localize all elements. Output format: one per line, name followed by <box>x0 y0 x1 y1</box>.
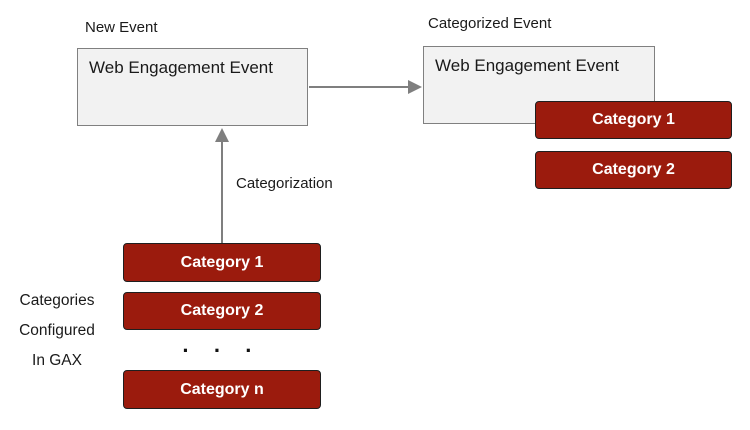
stack-category-1: Category 1 <box>123 243 321 282</box>
categorization-arrow-up <box>215 128 229 243</box>
gax-caption-line-2: Configured <box>19 322 95 339</box>
categorized-category-1: Category 1 <box>535 101 732 139</box>
stack-category-n: Category n <box>123 370 321 409</box>
categorization-label: Categorization <box>236 175 333 192</box>
new-event-box-title: Web Engagement Event <box>89 58 273 77</box>
flow-arrow-right <box>309 80 422 94</box>
gax-caption: Categories Configured In GAX <box>9 286 105 376</box>
categorized-event-label: Categorized Event <box>428 15 552 32</box>
new-event-box: Web Engagement Event <box>77 48 308 126</box>
gax-caption-line-3: In GAX <box>32 352 82 369</box>
categorized-event-box-title: Web Engagement Event <box>435 56 619 75</box>
categorized-category-2: Category 2 <box>535 151 732 189</box>
new-event-label: New Event <box>85 19 158 36</box>
stack-ellipsis: · · · <box>182 338 262 363</box>
gax-caption-line-1: Categories <box>19 292 95 309</box>
stack-category-2: Category 2 <box>123 292 321 330</box>
